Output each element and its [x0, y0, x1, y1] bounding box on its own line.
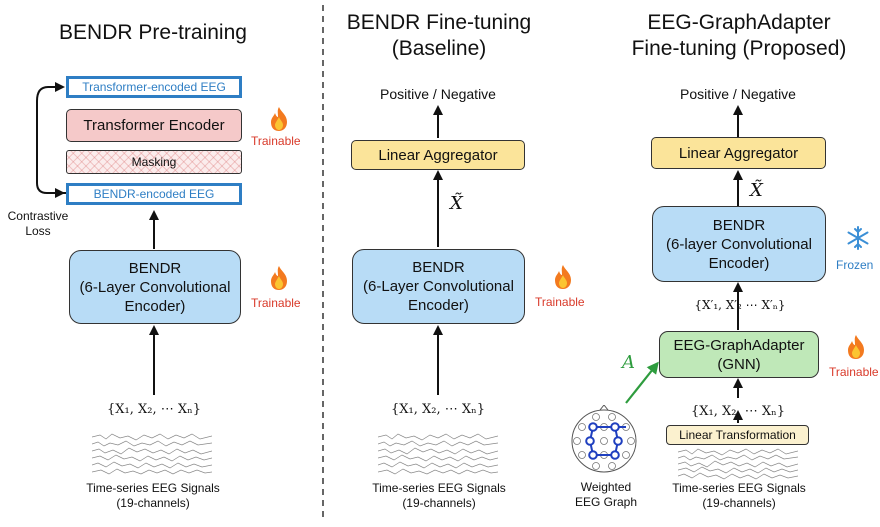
proposed-trainable-label: Trainable	[829, 365, 879, 379]
eeg-signal-thumbnail	[92, 433, 212, 475]
trainable-label-bottom: Trainable	[251, 296, 301, 310]
contrastive-loss-label: Contrastive Loss	[7, 209, 69, 238]
proposed-aggregator-box: Linear Aggregator	[651, 137, 826, 169]
baseline-signal-caption: Time-series EEG Signals (19-channels)	[372, 481, 506, 510]
proposed-output-label: Positive / Negative	[680, 86, 796, 102]
bendr-encoder-box: BENDR (6-Layer Convolutional Encoder)	[69, 250, 241, 324]
input-sequence-math: {X₁, X₂, ⋯ Xₙ}	[106, 402, 201, 417]
trainable-label-top: Trainable	[251, 134, 301, 148]
baseline-bendr-box: BENDR (6-Layer Convolutional Encoder)	[352, 249, 525, 324]
bendr-encoded-eeg-box: BENDR-encoded EEG	[66, 183, 242, 205]
snowflake-icon	[846, 226, 870, 255]
pretrain-title: BENDR Pre-training	[59, 21, 247, 44]
signal-caption: Time-series EEG Signals (19-channels)	[86, 481, 220, 510]
transformer-encoder-box: Transformer Encoder	[66, 109, 242, 142]
adjacency-label: A	[622, 352, 635, 373]
frozen-label: Frozen	[836, 258, 874, 272]
proposed-title: EEG-GraphAdapter Fine-tuning (Proposed)	[631, 11, 847, 60]
baseline-title: BENDR Fine-tuning (Baseline)	[346, 11, 532, 60]
fire-icon	[267, 265, 291, 296]
fire-icon	[267, 106, 291, 137]
proposed-signal-caption: Time-series EEG Signals (19-channels)	[672, 481, 806, 510]
proposed-input-math: {X₁, X₂, ⋯ Xₙ}	[690, 404, 785, 419]
eeg-signal-thumbnail	[678, 448, 798, 480]
transformer-encoded-eeg-box: Transformer-encoded EEG	[66, 76, 242, 98]
baseline-output-label: Positive / Negative	[380, 86, 496, 102]
proposed-bendr-box: BENDR (6-layer Convolutional Encoder)	[652, 206, 826, 282]
adapter-output-math: {X′₁, X′₂ ⋯ X′ₙ}	[694, 298, 786, 312]
baseline-aggregator-box: Linear Aggregator	[351, 140, 525, 170]
baseline-x-tilde: X̃	[450, 193, 463, 214]
arrow-graph-to-adapter	[625, 361, 659, 404]
eeg-signal-thumbnail	[378, 433, 498, 475]
masking-box: Masking	[66, 150, 242, 174]
contrastive-loop	[36, 82, 66, 194]
linear-transformation-box: Linear Transformation	[666, 425, 809, 445]
proposed-x-tilde: X̃	[750, 180, 763, 201]
eeg-graph-icon	[571, 405, 637, 473]
fire-icon	[844, 334, 868, 365]
eeg-graphadapter-box: EEG-GraphAdapter (GNN)	[659, 331, 819, 378]
eeg-graph-caption: Weighted EEG Graph	[574, 480, 638, 509]
baseline-input-math: {X₁, X₂, ⋯ Xₙ}	[390, 402, 485, 417]
baseline-trainable-label: Trainable	[535, 295, 585, 309]
fire-icon	[551, 264, 575, 295]
